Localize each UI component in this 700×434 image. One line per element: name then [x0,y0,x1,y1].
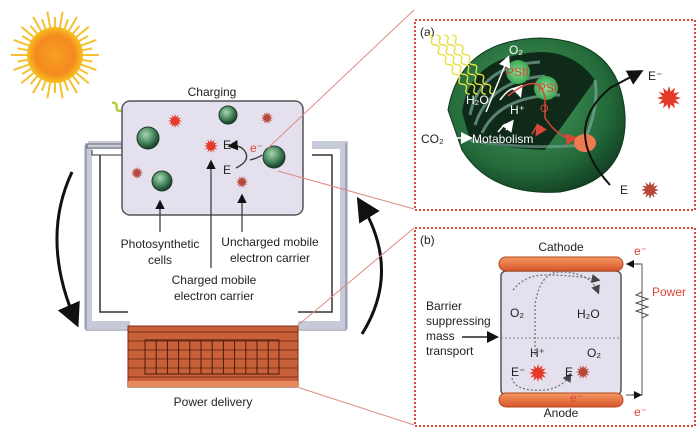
light-wave [452,34,494,95]
sun-icon [11,11,99,99]
panel-b-carriers [529,364,590,382]
o2-label: O₂ [509,43,523,57]
charged-carrier [204,139,218,153]
power-delivery-stack [127,325,299,388]
charging-label: Charging [188,85,237,99]
electron-label: e⁻ [250,141,263,155]
light-wave [428,34,470,95]
proton-flow-arrow [534,271,600,355]
cathode-electrode [498,256,624,272]
barrier-label-3: mass [426,329,455,343]
psi-complex [534,76,558,100]
o-exchange-arrow [532,124,542,134]
electron-path-arrow [507,82,578,146]
zoom-line [277,170,415,210]
metabolism-exchange-arrow [497,122,512,132]
zoom-line [296,227,415,327]
chloroplast [447,37,626,193]
photosynthetic-cell [262,145,286,169]
photosynthetic-cells [136,105,286,192]
b-e-mid-label: e⁻ [570,391,583,405]
b-o2-bottom-label: O₂ [587,346,601,360]
uncharged-carrier [261,112,273,124]
b-h-plus-label: H⁺ [530,346,545,360]
photosynthetic-label-2: cells [148,253,172,267]
psii-label: PSII [506,65,529,79]
panel-b-tag: (b) [420,233,435,247]
barrier-label-1: Barrier [426,299,462,313]
transfer-arc [227,140,248,169]
a-E-minus-label: E⁻ [648,69,662,83]
photosynthetic-cell [218,105,238,125]
charged-carrier [168,114,182,128]
light-wave [444,34,486,95]
b-h2o-label: H₂O [577,307,600,321]
panel-a-carriers [641,86,681,199]
zoom-line [296,386,415,426]
electron-carriers [131,112,273,188]
psii-complex [506,60,530,84]
co2-label: CO₂ [421,132,444,146]
carrier-flow-arrow [511,372,572,391]
photosynthetic-label-1: Photosynthetic [121,237,200,251]
o2-flow-arrow [512,274,601,291]
circuit-frame [84,141,348,331]
e-bottom-label: e⁻ [634,405,647,419]
photosynthetic-cell [136,126,160,150]
charged-carrier [529,364,547,382]
charged-carrier [657,86,681,110]
transfer-arc-2 [249,154,263,161]
b-E-label: E [565,365,573,379]
charged-label-1: Charged mobile [172,273,257,287]
uncharged-label-1: Uncharged mobile [221,235,319,249]
barrier-label-2: suppressing [426,314,491,328]
power-label: Power [652,285,686,299]
anode-electrode [498,392,624,408]
resistor-icon [634,291,650,319]
b-E-minus-label: E⁻ [511,365,525,379]
carrier-exchange-arrow [584,70,644,186]
light-wave [436,34,478,95]
E-minus-label: E⁻ [223,138,237,152]
e-top-label: e⁻ [634,244,647,258]
light-waves-a [428,34,494,95]
b-o2-top-label: O₂ [510,306,524,320]
photosynthetic-cell [151,170,173,192]
h2o-label: H₂O [466,93,489,107]
anode-label: Anode [544,406,579,420]
uncharged-carrier [131,167,143,179]
barrier-label-4: transport [426,344,474,358]
h-plus-label: H⁺ [510,103,525,117]
zoom-line [267,9,415,149]
metabolism-label: Motabolism [472,132,533,146]
cycle-arrow-left [55,171,80,328]
cathode-label: Cathode [538,240,584,254]
uncharged-carrier [576,365,590,379]
water-to-o2-arrow [485,55,511,113]
o-label: O [540,103,549,115]
uncharged-label-2: electron carrier [230,251,310,265]
power-delivery-label: Power delivery [174,395,253,409]
proton-arrow [499,84,523,101]
charged-label-2: electron carrier [174,289,254,303]
uncharged-carrier [641,181,659,199]
uncharged-carrier [236,176,248,188]
E-label: E [223,163,231,177]
cycle-arrow-right [356,196,383,335]
a-E-label: E [620,183,628,197]
